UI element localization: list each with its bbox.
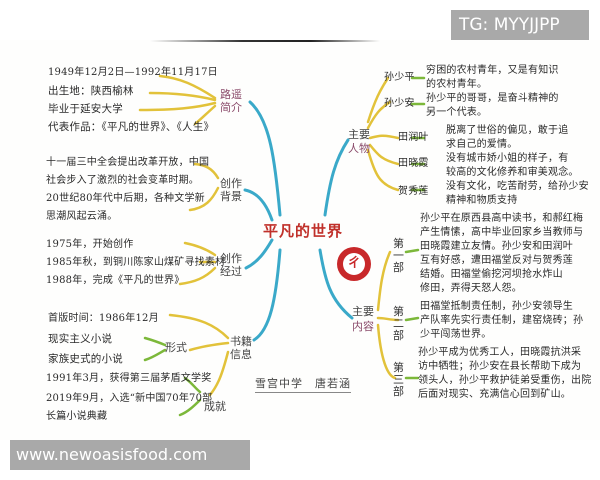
category-content-line2: 内容	[352, 320, 374, 333]
achievement-item-1: 1991年3月，获得第三届茅盾文学奖	[46, 373, 212, 384]
process-item-3: 1988年，完成《平凡的世界》	[46, 275, 185, 286]
part-desc: 孙少平在原西县高中读书，和郝红梅	[420, 213, 584, 224]
part-desc: 田福堂抵制责任制，孙少安领导生	[420, 301, 573, 312]
character-name: 贺秀莲	[398, 186, 429, 197]
category-background: 创作背景	[220, 177, 242, 203]
author-dates: 1949年12月2日—1992年11月17日	[48, 67, 218, 78]
character-desc: 脱离了世俗的偏见，敢于追	[446, 125, 569, 136]
part-desc: 田晓霞建立友情。孙少安和田润叶	[420, 241, 573, 252]
character-name: 孙少安	[384, 98, 415, 109]
character-desc: 的农村青年。	[426, 79, 488, 90]
achievement-item-3: 长篇小说典藏	[46, 411, 108, 422]
background-line-4: 思潮风起云涌。	[46, 211, 118, 222]
process-item-1: 1975年，开始创作	[46, 239, 134, 250]
category-achievements: 成就	[204, 400, 226, 413]
character-name: 孙少平	[384, 72, 415, 83]
category-book-info: 书籍信息	[230, 335, 252, 361]
category-process: 创作经过	[220, 252, 242, 278]
first-edition: 首版时间：1986年12月	[48, 313, 159, 324]
background-line-2: 社会步入了激烈的社会变革时期。	[46, 175, 199, 186]
background-line-3: 20世纪80年代中后期，各种文学新	[46, 193, 205, 204]
part-label: 第一部	[393, 237, 404, 274]
branch-background	[243, 188, 274, 222]
part-label: 第三部	[393, 361, 404, 398]
watermark-tg: TG: MYYJJPP	[451, 10, 589, 40]
character-name: 田润叶	[398, 132, 429, 143]
form-item-2: 家族史式的小说	[48, 353, 123, 365]
center-title: 平凡的世界	[263, 222, 344, 240]
part-desc: 领头人，孙少平救护徒弟受重伤，出院	[418, 375, 592, 386]
mindmap-paper	[0, 40, 600, 440]
character-desc: 较高的文化修养和审美观念。	[446, 167, 579, 178]
branch-author	[248, 100, 282, 217]
part-desc: 产生情愫，高中毕业回家乡当教师与	[420, 227, 584, 238]
part-label: 第二部	[393, 305, 404, 342]
author-education: 毕业于延安大学	[48, 103, 123, 115]
part-desc: 孙少平成为优秀工人，田晓霞抗洪采	[418, 347, 582, 358]
part-desc: 后面对现实、充满信心回到矿山。	[418, 389, 571, 400]
character-desc: 精神和物质支持	[446, 195, 518, 206]
branch-process	[244, 238, 274, 270]
achievement-item-2: 2019年9月，入选“新中国70年70部	[46, 393, 213, 404]
part-desc: 访中牺牲；孙少安在县长帮助下成为	[418, 361, 582, 372]
paper-edge-line	[150, 40, 380, 42]
watermark-site: www.newoasisfood.com	[10, 440, 250, 470]
character-name: 田晓霞	[398, 158, 429, 169]
author-birthplace: 出生地：陕西榆林	[48, 85, 134, 97]
character-desc: 没有城市娇小姐的样子，有	[446, 153, 569, 164]
author-works: 代表作品：《平凡的世界》、《人生》	[48, 121, 215, 133]
branch-content	[318, 248, 354, 320]
category-form: 形式	[165, 341, 187, 354]
category-author-intro: 路遥简介	[220, 88, 242, 114]
school-logo-icon: ㄔ	[337, 247, 371, 281]
process-item-2: 1985年秋，到铜川陈家山煤矿寻找素材	[46, 257, 226, 268]
part-desc: 少平闯荡世界。	[420, 329, 492, 340]
part-desc: 产队率先实行责任制，建窑烧砖；孙	[420, 315, 584, 326]
character-desc: 没有文化，吃苦耐劳，给孙少安	[446, 181, 589, 192]
branch-bookinfo	[252, 248, 282, 342]
background-line-1: 十一届三中全会提出改革开放，中国	[46, 157, 210, 168]
part-desc: 修田，弄得天怒人怨。	[420, 283, 522, 294]
character-desc: 求自己的爱情。	[446, 139, 518, 150]
character-desc: 孙少平的哥哥，是奋斗精神的	[426, 93, 559, 104]
part-desc: 互有好感，遭田福堂反对与贺秀莲	[420, 255, 573, 266]
form-item-1: 现实主义小说	[48, 333, 113, 345]
author-signature: 雪宫中学 唐若涵	[255, 375, 351, 393]
character-desc: 另一个代表。	[426, 107, 488, 118]
character-desc: 穷困的农村青年，又是有知识	[426, 65, 559, 76]
category-characters-line1: 主要	[348, 128, 370, 141]
part-desc: 结婚。田福堂偷挖河坝抢水炸山	[420, 269, 563, 280]
branch-characters	[323, 138, 350, 217]
category-content-line1: 主要	[352, 305, 374, 318]
category-characters-line2: 人物	[348, 142, 370, 155]
